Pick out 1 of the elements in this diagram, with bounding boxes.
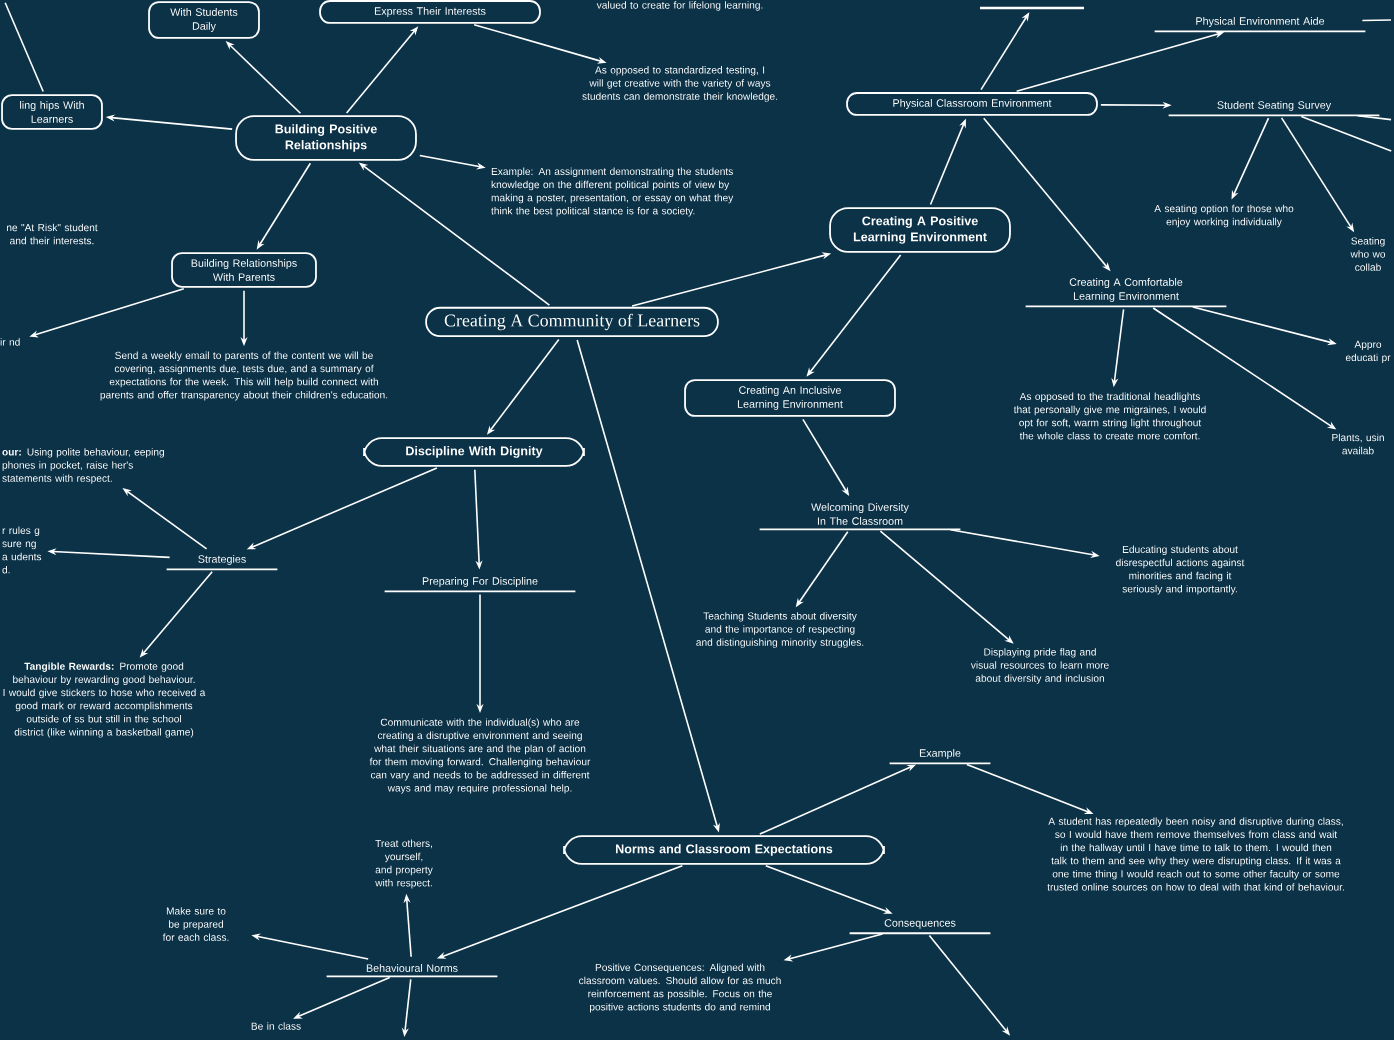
central-topic-box: Creating A Community of Learners: [425, 306, 719, 338]
